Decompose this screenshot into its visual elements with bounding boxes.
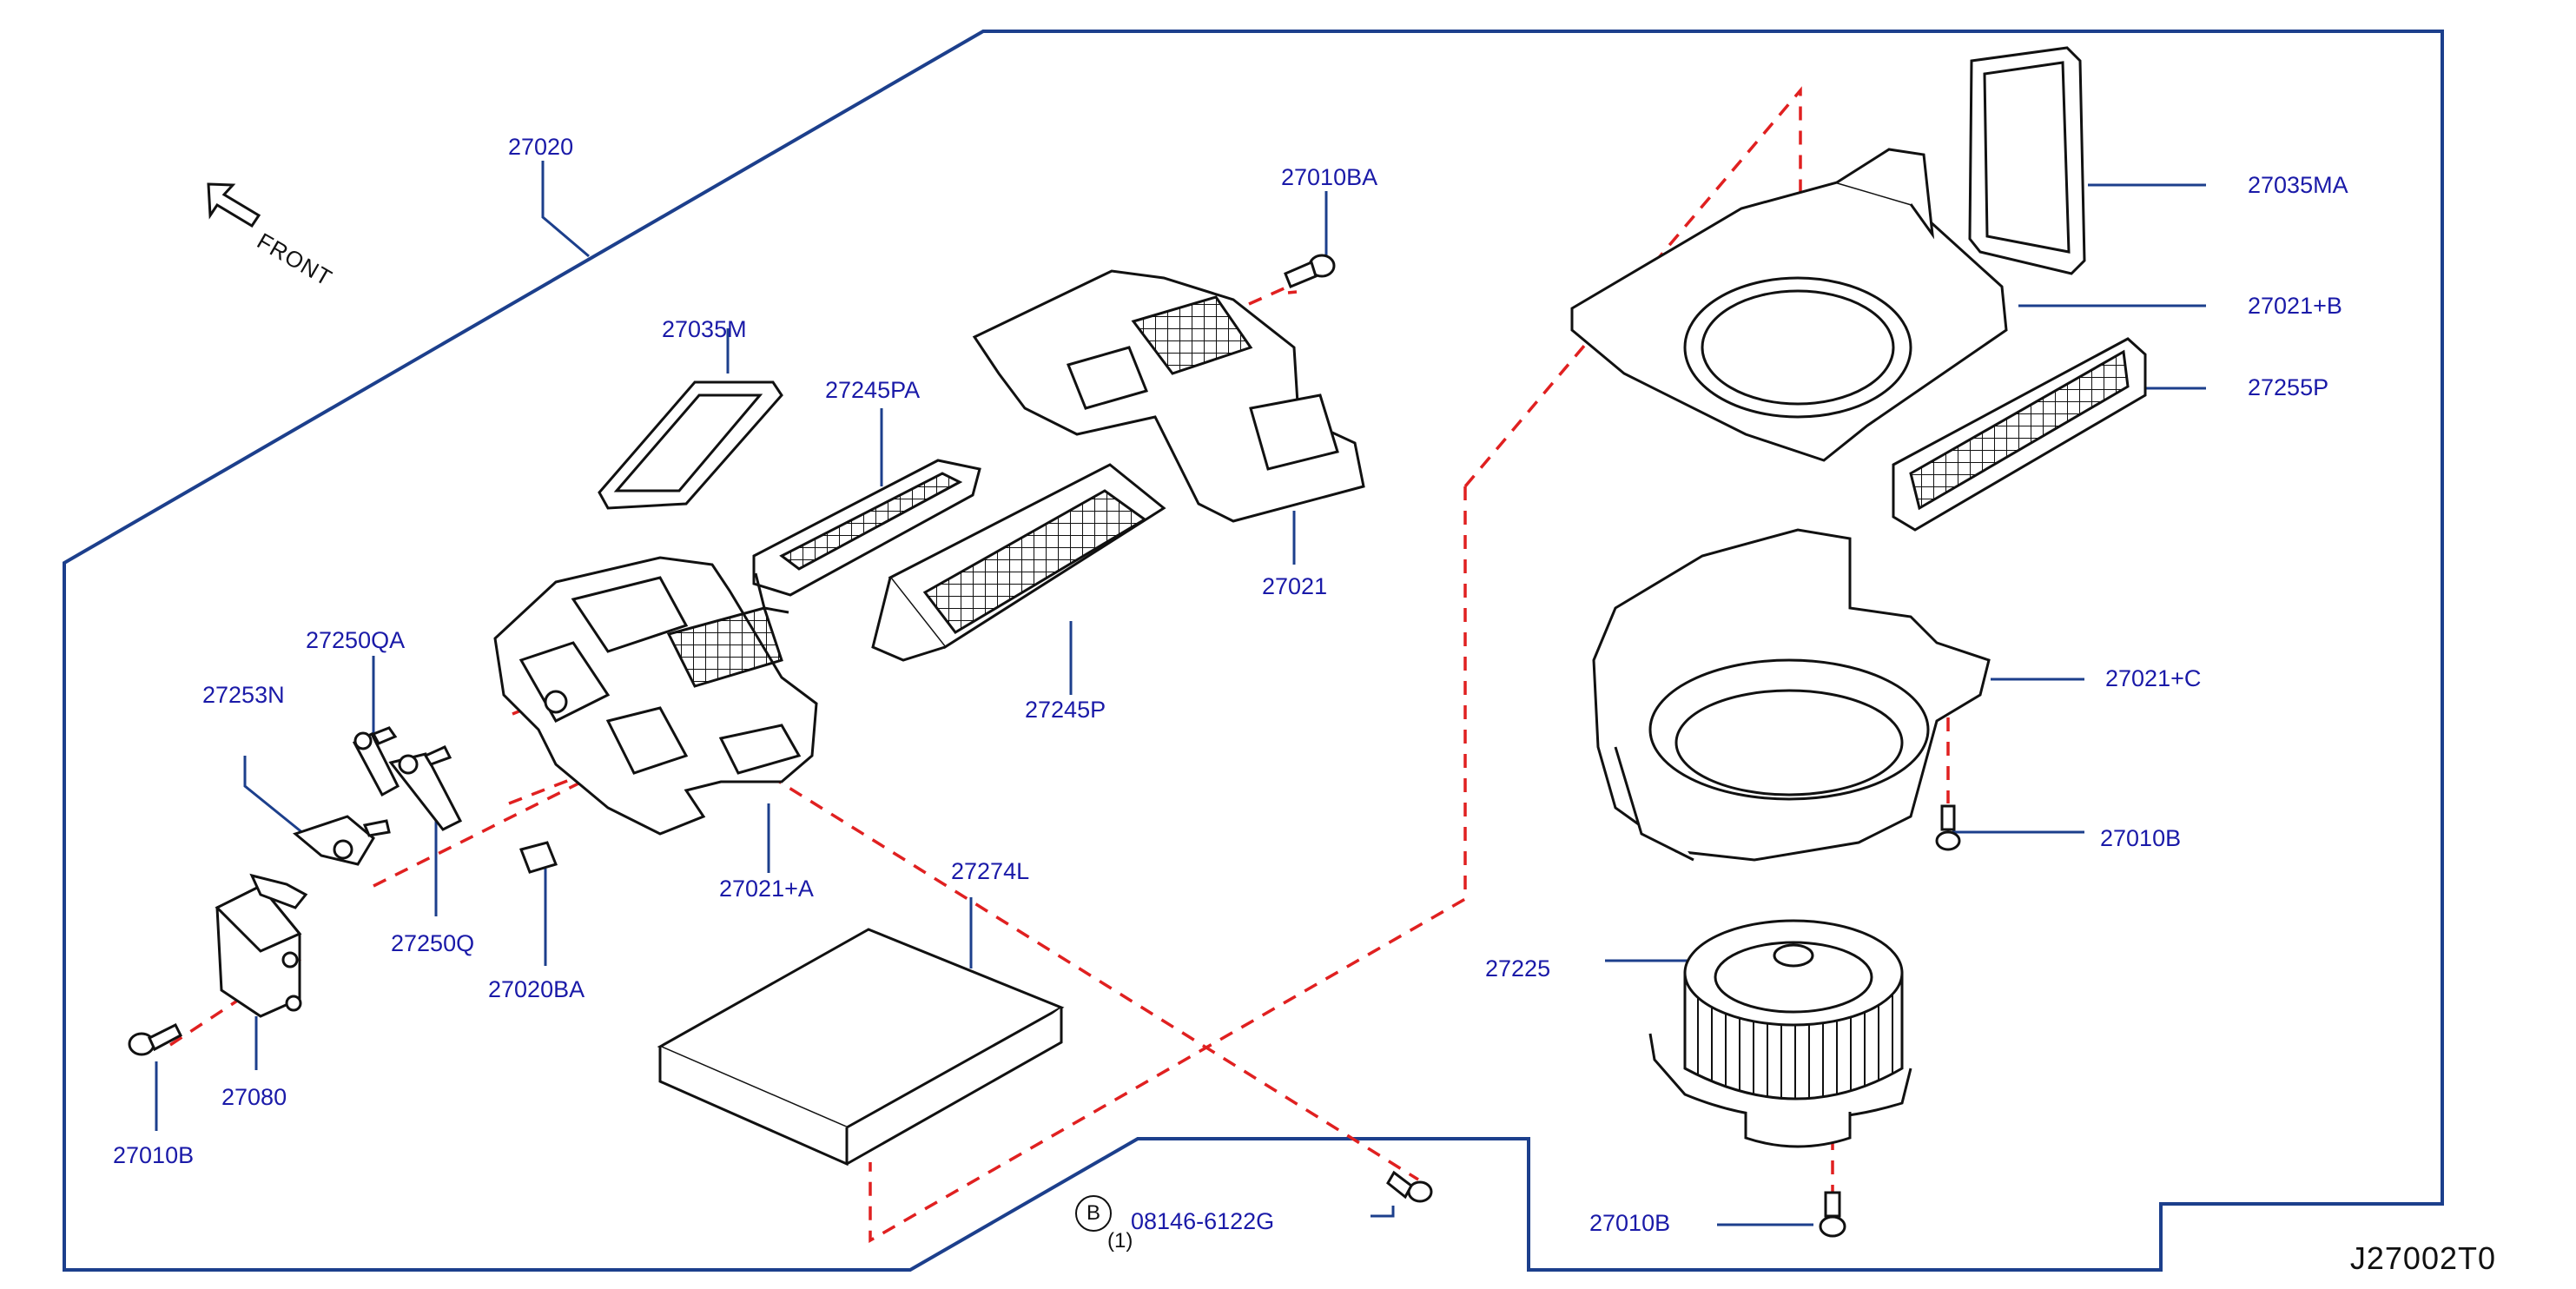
screw-27010b-right-shape: [1935, 804, 1961, 851]
seal-27035ma-shape: [1968, 46, 2086, 275]
part-label-27250q[interactable]: 27250Q: [391, 930, 475, 956]
part-label-27035m[interactable]: 27035M: [662, 316, 747, 342]
front-arrow-icon: [207, 182, 261, 228]
blower-motor-27225-shape: [1648, 919, 1912, 1148]
clip-27020ba-shape: [519, 841, 558, 874]
actuator-27080-shape: [215, 873, 308, 1018]
part-label-27020ba[interactable]: 27020BA: [488, 976, 585, 1002]
part-label-27245pa[interactable]: 27245PA: [825, 377, 921, 403]
part-label-27245p[interactable]: 27245P: [1025, 697, 1106, 723]
part-label-08146-6122g[interactable]: 08146-6122G: [1131, 1208, 1275, 1234]
bolt-08146-shape: [1386, 1170, 1433, 1203]
filter-frame-27245pa-shape: [752, 459, 981, 614]
cabin-filter-27274l-shape: [657, 928, 1065, 1167]
case-27021b-shape: [1570, 148, 2008, 462]
part-label-27021a[interactable]: 27021+A: [719, 876, 814, 902]
part-label-27021c[interactable]: 27021+C: [2105, 665, 2202, 691]
part-label-27080[interactable]: 27080: [221, 1084, 287, 1110]
lever-27253n-shape: [292, 815, 391, 866]
part-label-27010b-left[interactable]: 27010B: [113, 1142, 195, 1168]
part-label-27021b[interactable]: 27021+B: [2248, 293, 2342, 319]
part-label-27225[interactable]: 27225: [1485, 955, 1551, 982]
assembly-frame-outer: [63, 30, 2444, 1272]
part-label-27020[interactable]: 27020: [508, 134, 574, 160]
part-label-27255p[interactable]: 27255P: [2248, 374, 2329, 400]
diagram-code: J27002T0: [2349, 1240, 2496, 1276]
housing-27021a-shape: [493, 556, 818, 836]
link-27250q-shape: [388, 745, 463, 831]
part-label-27253n[interactable]: 27253N: [202, 682, 285, 708]
blower-housing-27021c-shape: [1592, 528, 1991, 862]
leader-lines: [155, 161, 2206, 1226]
filter-27245p-shape: [871, 463, 1166, 662]
grille-27255p-shape: [1892, 337, 2147, 532]
screw-27010b-left-shape: [128, 1022, 182, 1056]
part-label-27010ba[interactable]: 27010BA: [1281, 164, 1378, 190]
part-label-27021[interactable]: 27021: [1262, 573, 1328, 599]
duct-27021-shape: [972, 269, 1365, 523]
bolt-27010ba-shape: [1284, 254, 1336, 288]
part-label-27250qa[interactable]: 27250QA: [306, 627, 406, 653]
part-label-27035ma[interactable]: 27035MA: [2248, 172, 2348, 198]
part-label-27010b-bottom[interactable]: 27010B: [1589, 1210, 1671, 1236]
link-27250qa-shape: [352, 726, 400, 797]
bolt-quantity: (1): [1107, 1229, 1133, 1253]
screw-27010b-bottom-shape: [1819, 1191, 1846, 1238]
gasket-27035m-shape: [598, 380, 783, 510]
bolt-marker-b: B: [1075, 1195, 1112, 1232]
part-label-27010b-right[interactable]: 27010B: [2100, 825, 2182, 851]
part-label-27274l[interactable]: 27274L: [951, 858, 1030, 884]
